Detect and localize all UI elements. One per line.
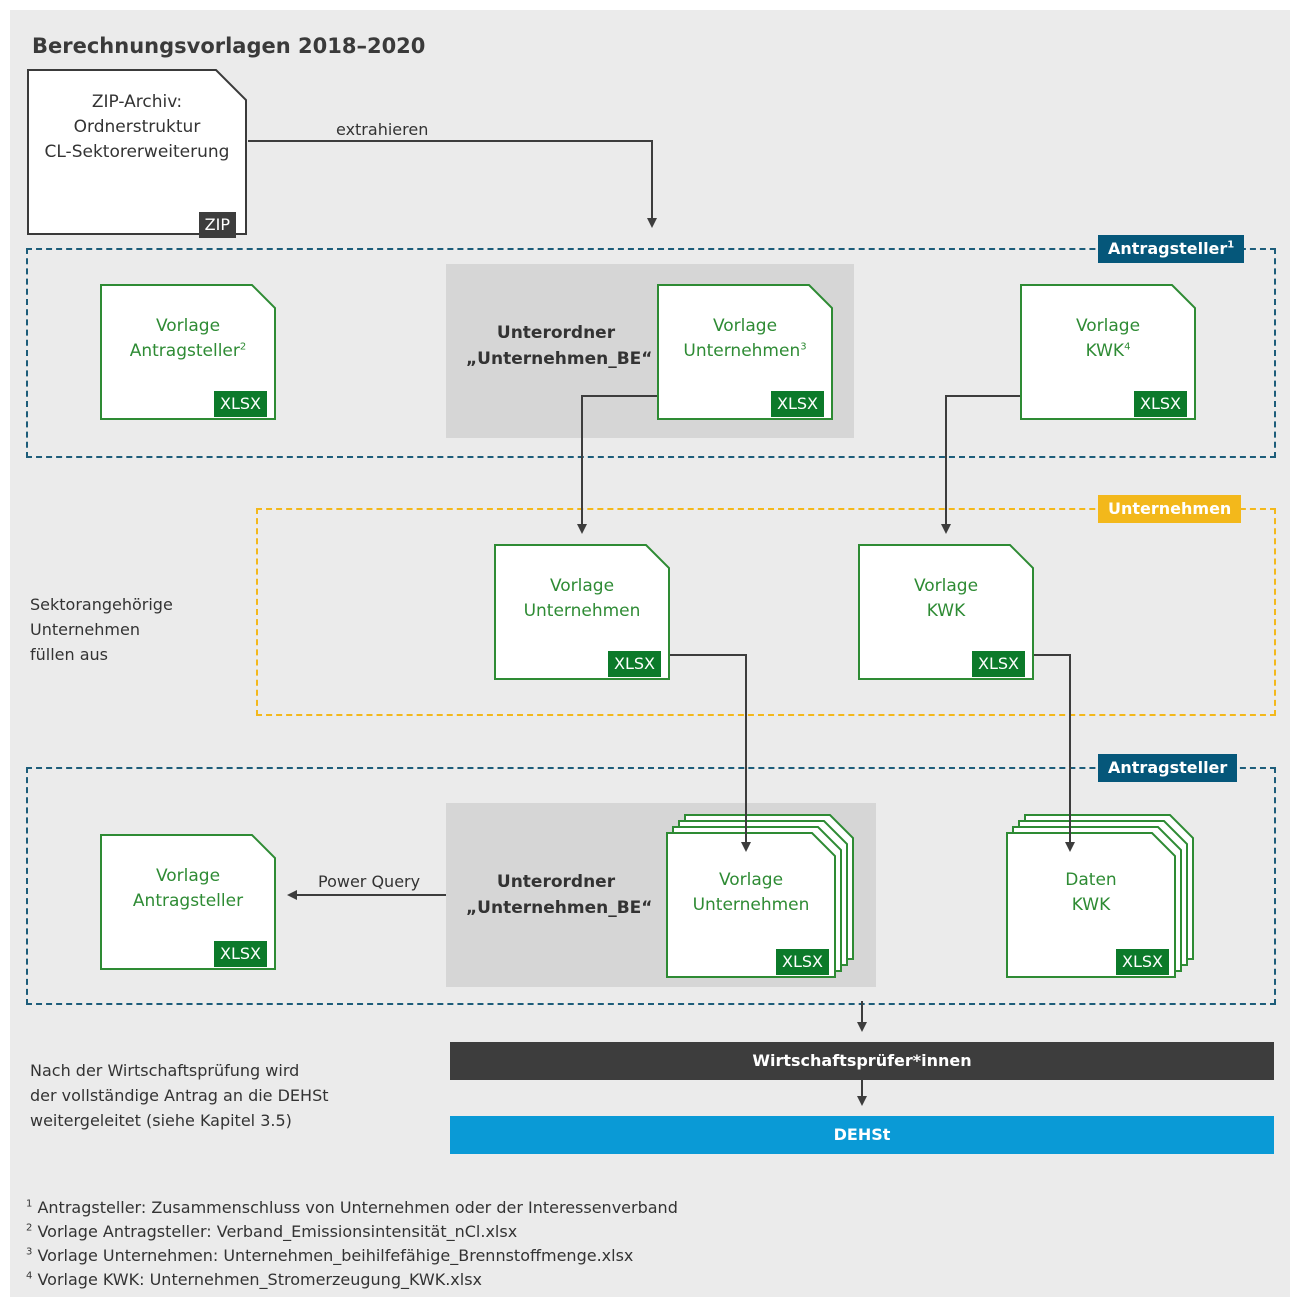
- arrow-kwk-to-bottom: [1034, 654, 1075, 852]
- xlsx-file-icon: [1020, 284, 1196, 420]
- xlsx-file-icon: [100, 834, 276, 970]
- subfolder-label-top: Unterordner „Unternehmen_BE“: [466, 323, 653, 369]
- doc-vorlage-kwk-top: Vorlage KWK4 XLSX: [1020, 284, 1196, 420]
- zip-archive-doc: ZIP-Archiv: Ordnerstruktur CL-Sektorerwe…: [26, 68, 248, 238]
- xlsx-badge: XLSX: [214, 391, 267, 417]
- zip-line-3: CL-Sektorerweiterung: [44, 142, 230, 162]
- xlsx-file-icon: [858, 544, 1034, 680]
- zip-line-1: ZIP-Archiv:: [91, 92, 183, 112]
- xlsx-file-icon: [100, 284, 276, 420]
- doc-vorlage-unternehmen-middle: Vorlage Unternehmen XLSX: [494, 544, 670, 680]
- diagram-title: Berechnungsvorlagen 2018–2020: [32, 34, 426, 58]
- zip-line-2: Ordnerstruktur: [73, 117, 201, 137]
- footnote-3: 3 Vorlage Unternehmen: Unternehmen_beihi…: [26, 1246, 634, 1265]
- final-side-text: Nach der Wirtschaftsprüfung wird der vol…: [30, 1061, 329, 1130]
- xlsx-badge: XLSX: [608, 651, 661, 677]
- xlsx-file-icon: [657, 284, 833, 420]
- doc-vorlage-kwk-middle: Vorlage KWK XLSX: [858, 544, 1034, 680]
- section-label-antragsteller-bottom: Antragsteller: [1098, 754, 1238, 782]
- footnote-2: 2 Vorlage Antragsteller: Verband_Emissio…: [26, 1222, 518, 1241]
- xlsx-badge: XLSX: [214, 941, 267, 967]
- xlsx-badge: XLSX: [972, 651, 1025, 677]
- footnote-1: 1 Antragsteller: Zusammenschluss von Unt…: [26, 1198, 678, 1217]
- section-label-antragsteller-top: Antragsteller1: [1098, 235, 1245, 263]
- section-unternehmen: [256, 508, 1276, 716]
- stacked-xlsx-icon: [666, 814, 854, 978]
- xlsx-file-icon: [494, 544, 670, 680]
- section-antragsteller-top: [26, 248, 1276, 458]
- extract-label: extrahieren: [336, 120, 429, 139]
- arrow-unternehmen-to-bottom: [670, 654, 751, 852]
- doc-vorlage-antragsteller-bottom: Vorlage Antragsteller XLSX: [100, 834, 276, 970]
- zip-badge: ZIP: [198, 212, 236, 238]
- doc-vorlage-antragsteller-top: Vorlage Antragsteller2 XLSX: [100, 284, 276, 420]
- xlsx-badge: XLSX: [1116, 949, 1169, 975]
- xlsx-badge: XLSX: [771, 391, 824, 417]
- doc-vorlage-unternehmen-top: Vorlage Unternehmen3 XLSX: [657, 284, 833, 420]
- section-label-unternehmen: Unternehmen: [1098, 495, 1242, 523]
- xlsx-badge: XLSX: [1134, 391, 1187, 417]
- power-query-label: Power Query: [318, 872, 421, 891]
- subfolder-label-bottom: Unterordner „Unternehmen_BE“: [466, 872, 653, 918]
- dehst-bar: DEHSt: [450, 1116, 1274, 1154]
- wirtschaftspruefer-bar: Wirtschaftsprüfer*innen: [450, 1042, 1274, 1080]
- xlsx-badge: XLSX: [776, 949, 829, 975]
- footnotes: 1 Antragsteller: Zusammenschluss von Unt…: [26, 1196, 678, 1292]
- stacked-docs-unternehmen: Vorlage Unternehmen XLSX: [666, 814, 866, 978]
- arrow-extract: [248, 140, 657, 228]
- arrow-kwk-down: [941, 395, 1020, 534]
- section-antragsteller-bottom: [26, 767, 1276, 1005]
- zip-file-icon: [27, 69, 247, 235]
- footnote-4: 4 Vorlage KWK: Unternehmen_Stromerzeugun…: [26, 1270, 483, 1289]
- middle-side-text: Sektorangehörige Unternehmen füllen aus: [30, 595, 173, 664]
- arrow-unternehmen-down: [577, 395, 657, 534]
